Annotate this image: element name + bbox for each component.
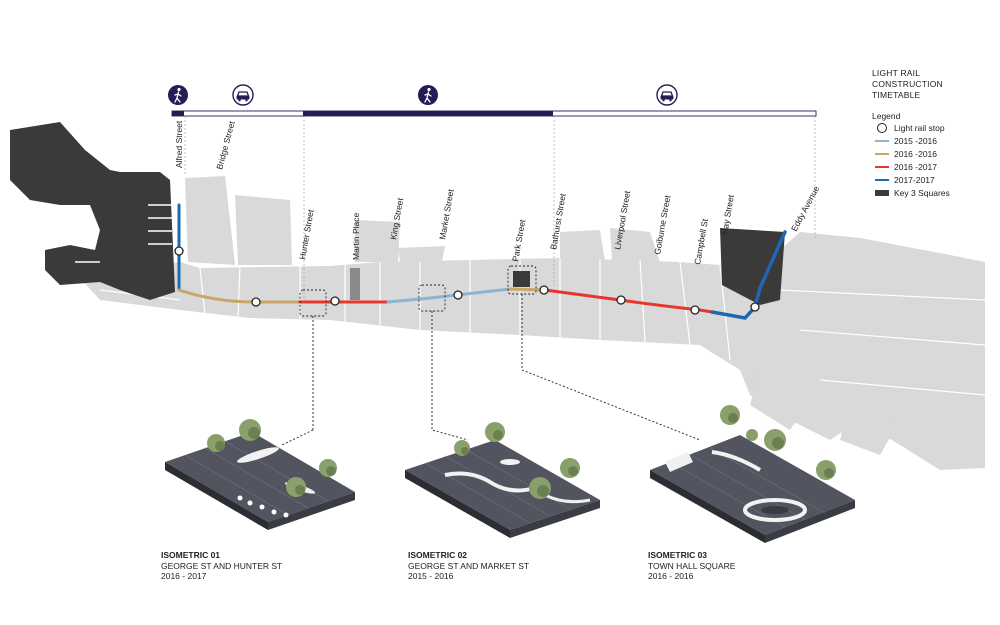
caption-title: ISOMETRIC 03 [648,550,708,560]
caption-title: ISOMETRIC 02 [408,550,468,560]
legend-item-2016-2017: 2016 -2017 [872,161,992,173]
light-rail-stop [539,285,549,295]
pedestrian-icon [418,85,438,105]
city-blocks [80,176,985,470]
street-label: Campbell St [692,217,710,265]
pedestrian-icon [168,85,188,105]
caption-years: 2016 - 2017 [161,571,207,581]
caption-place: GEORGE ST AND MARKET ST [408,560,530,571]
light-rail-stop [330,296,340,306]
caption-years: 2016 - 2016 [648,571,694,581]
street-label: Alfred Street [174,120,184,168]
stop-markers [174,246,760,315]
car-icon [656,84,678,106]
legend-title: LIGHT RAIL CONSTRUCTION [872,68,943,89]
street-label: Goiburne Street [652,194,672,255]
caption-place: GEORGE ST AND HUNTER ST [161,560,283,571]
legend-title-line2: TIMETABLE [872,90,921,100]
street-label: Hunter Street [297,208,316,260]
dark-areas [10,122,785,305]
legend-item-key-squares: Key 3 Squares [872,187,992,199]
isometric-view-03 [650,405,855,543]
caption-years: 2015 - 2016 [408,571,454,581]
timeline-guides [184,116,816,300]
light-rail-stop [174,246,184,256]
isometric-view-02 [405,422,600,538]
street-label: Market Street [437,188,456,241]
martin-place-plaza [350,268,360,300]
timeline-bar [171,110,817,117]
street-label: Park Street [510,218,527,262]
route-segment-2016-2016 [508,287,547,292]
street-label: Eddy Avenue [789,184,821,233]
harbour-wharves [75,204,172,263]
light-rail-stop [616,295,626,305]
light-rail-stop [251,297,261,307]
light-rail-stop [690,305,700,315]
legend-item-stop: Light rail stop [872,122,992,134]
legend-label: 2016 -2016 [894,149,938,159]
legend-label: 2016 -2017 [894,162,938,172]
street-label: Martin Place [351,212,361,260]
legend-label: Key 3 Squares [894,188,950,198]
legend-item-2015-2016: 2015 -2016 [872,135,992,147]
caption-isometric-02: ISOMETRIC 02 GEORGE ST AND MARKET ST 201… [408,550,529,582]
car-icon [232,84,254,106]
route-segment-2015-2016 [386,287,512,304]
legend-item-2016-2016: 2016 -2016 [872,148,992,160]
callout-boxes [281,265,701,446]
street-label: Bridge Street [214,119,237,170]
caption-title: ISOMETRIC 01 [161,550,221,560]
caption-place: TOWN HALL SQUARE [648,560,736,571]
legend-heading: Legend [872,111,901,121]
street-label: King Street [388,197,405,241]
stop-circle-icon [877,123,887,133]
legend-label: 2017-2017 [894,175,935,185]
legend-label: Light rail stop [894,123,945,133]
caption-isometric-01: ISOMETRIC 01 GEORGE ST AND HUNTER ST 201… [161,550,282,582]
caption-isometric-03: ISOMETRIC 03 TOWN HALL SQUARE 2016 - 201… [648,550,735,582]
legend: LIGHT RAIL CONSTRUCTION TIMETABLE Legend… [872,68,992,199]
isometric-view-01 [165,419,355,530]
light-rail-stop [750,302,760,312]
legend-item-2017-2017: 2017-2017 [872,174,992,186]
square-swatch-icon [875,190,889,196]
light-rail-stop [453,290,463,300]
legend-label: 2015 -2016 [894,136,938,146]
